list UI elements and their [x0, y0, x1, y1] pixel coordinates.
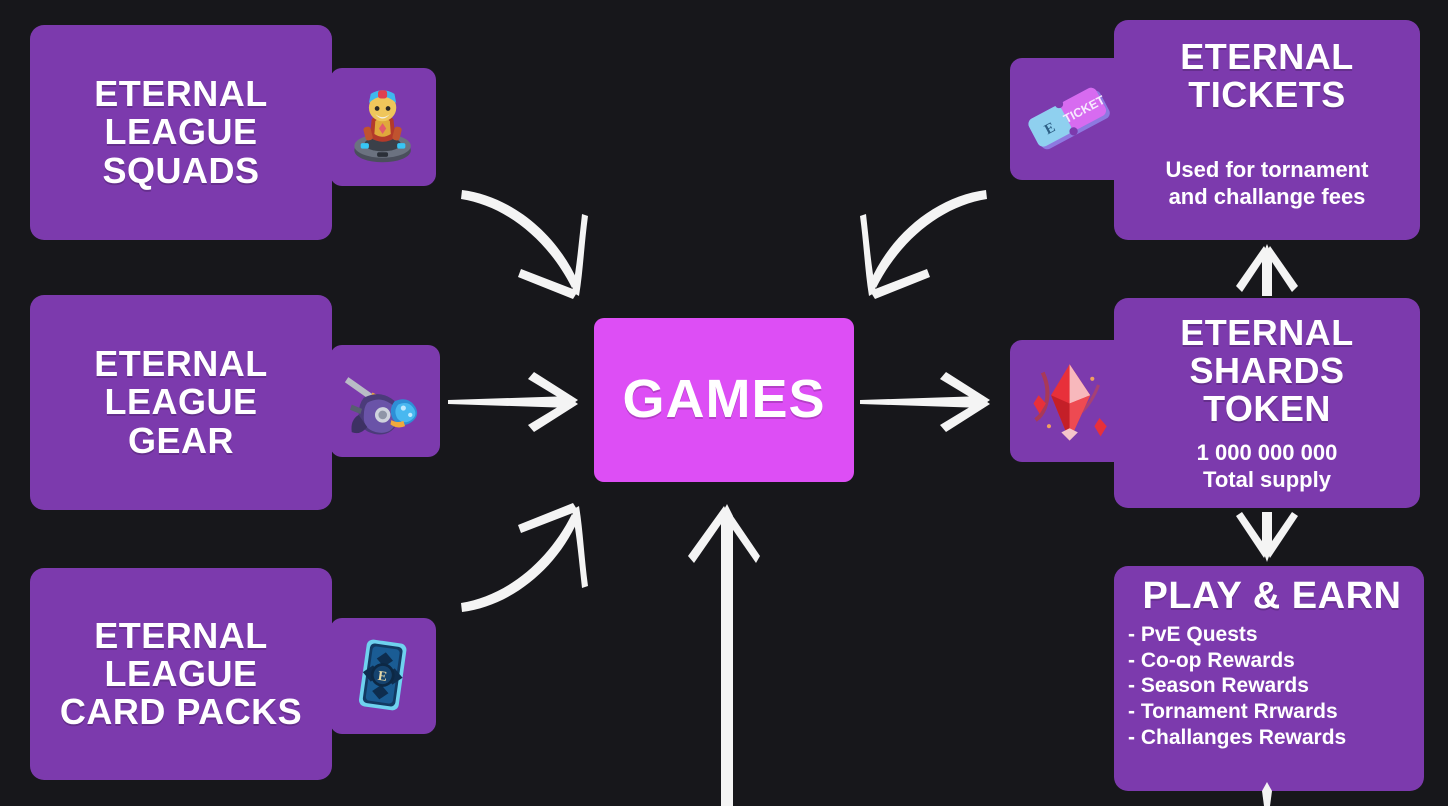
- card-eternal-tickets[interactable]: ETERNAL TICKETS Used for tornament and c…: [1114, 20, 1420, 240]
- arrow-shards-to-tickets: [1236, 244, 1298, 296]
- card-pack-icon-tab: E: [330, 618, 436, 734]
- svg-text:E: E: [377, 668, 388, 684]
- red-gem-icon: [1033, 363, 1108, 441]
- card-title: ETERNAL LEAGUE GEAR: [94, 343, 268, 461]
- list-item: - Season Rewards: [1128, 674, 1309, 698]
- ticket-icon-tab: TICKET E: [1010, 58, 1130, 180]
- supply-label: Total supply: [1203, 466, 1331, 492]
- squad-figurine-icon-tab: [330, 68, 436, 186]
- total-supply: 1 000 000 000 Total supply: [1197, 440, 1338, 493]
- card-subtitle: Used for tornament and challange fees: [1165, 157, 1369, 209]
- squad-figurine-icon: [354, 90, 412, 163]
- arrow-gear-to-games: [448, 372, 578, 432]
- list-item: - PvE Quests: [1128, 623, 1258, 647]
- ticket-icon: TICKET E: [1028, 87, 1111, 149]
- gear-weapon-icon-tab: [330, 345, 440, 457]
- arrow-bottom-to-games: [688, 504, 760, 806]
- list-item: - Tornament Rrwards: [1128, 700, 1338, 724]
- arrow-tickets-to-games: [860, 190, 987, 299]
- arrow-shards-to-play: [1236, 512, 1298, 562]
- card-title: ETERNAL LEAGUE SQUADS: [94, 73, 268, 191]
- games-label: GAMES: [622, 369, 826, 430]
- card-title: ETERNAL LEAGUE CARD PACKS: [59, 614, 303, 733]
- card-eternal-league-squads[interactable]: ETERNAL LEAGUE SQUADS: [30, 25, 332, 240]
- card-title: PLAY & EARN: [1142, 575, 1402, 617]
- card-eternal-league-gear[interactable]: ETERNAL LEAGUE GEAR: [30, 295, 332, 510]
- card-play-and-earn[interactable]: PLAY & EARN - PvE Quests - Co-op Rewards…: [1114, 566, 1424, 791]
- list-item: - Challanges Rewards: [1128, 725, 1347, 749]
- arrow-squads-to-games: [461, 190, 588, 299]
- red-gem-icon-tab: [1010, 340, 1130, 462]
- card-eternal-league-card-packs[interactable]: ETERNAL LEAGUE CARD PACKS: [30, 568, 332, 780]
- list-item: - Co-op Rewards: [1128, 648, 1295, 672]
- gear-weapon-icon: [344, 376, 417, 435]
- arrow-packs-to-games: [461, 503, 588, 612]
- card-title: ETERNAL SHARDS TOKEN: [1180, 312, 1354, 430]
- arrow-games-to-shards: [860, 372, 990, 432]
- card-pack-icon: E: [359, 639, 407, 711]
- supply-amount: 1 000 000 000: [1196, 440, 1338, 466]
- card-games[interactable]: GAMES: [594, 318, 854, 482]
- card-title: ETERNAL TICKETS: [1180, 36, 1354, 116]
- card-eternal-shards-token[interactable]: ETERNAL SHARDS TOKEN 1 000 000 000 Total…: [1114, 298, 1420, 508]
- play-earn-list: - PvE Quests - Co-op Rewards - Season Re…: [1128, 622, 1346, 750]
